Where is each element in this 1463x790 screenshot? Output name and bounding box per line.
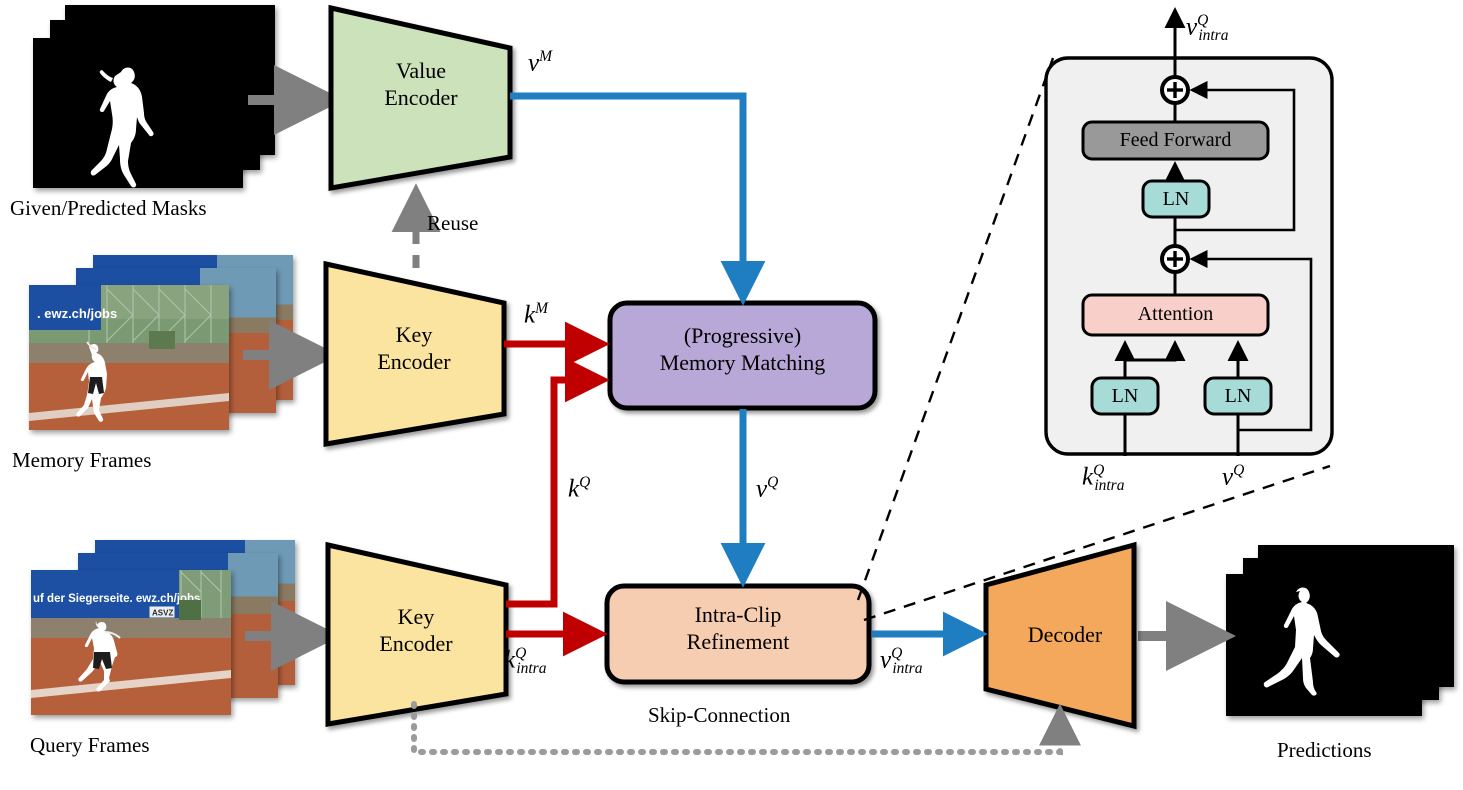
residual-path-attention	[1189, 249, 1313, 432]
query-frame-front: uf der Siegerseite. ewz.ch/jobs ASVZ	[31, 570, 231, 715]
edge-vM-value-to-matching	[510, 92, 766, 306]
mask-silhouette-icon	[90, 67, 154, 188]
intra-clip-line2: Refinement	[686, 628, 790, 654]
value-encoder-block[interactable]	[328, 4, 513, 191]
prediction-frame-front	[1226, 574, 1422, 716]
mask-frame-front	[33, 38, 243, 188]
memory-frame-image: . ewz.ch/jobs	[29, 285, 229, 430]
key-encoder-query-line2: Encoder	[379, 630, 453, 656]
key-encoder-memory-block[interactable]	[323, 260, 507, 447]
label-vQintra: vQintra	[880, 645, 922, 678]
masks-caption: Given/Predicted Masks	[10, 196, 207, 220]
label-vM: vM	[528, 48, 552, 77]
label-vQ-sup: Q	[767, 474, 779, 491]
panel-output-sup: Q	[1197, 12, 1209, 29]
query-frame-image: uf der Siegerseite. ewz.ch/jobs ASVZ	[31, 570, 231, 715]
value-encoder-line2: Encoder	[384, 84, 458, 110]
value-encoder-line1: Value	[395, 58, 447, 83]
svg-text:. ewz.ch/jobs: . ewz.ch/jobs	[37, 306, 117, 321]
residual-path-feedforward	[1175, 80, 1296, 232]
label-vM-sup: M	[539, 48, 553, 65]
key-encoder-query-block[interactable]	[325, 541, 509, 727]
panel-output-base: v	[1186, 13, 1198, 41]
key-encoder-query-label: Key Encoder	[346, 604, 486, 658]
feed-forward-label: Feed Forward	[1119, 129, 1232, 151]
label-kM-base: k	[524, 301, 536, 329]
query-frames-caption: Query Frames	[30, 733, 150, 757]
callout-line-upper	[856, 57, 1055, 601]
memory-matching-line1: (Progressive)	[683, 323, 802, 348]
label-kM: kM	[524, 300, 548, 329]
ln-feedforward-label: LN	[1162, 188, 1190, 210]
edge-lnkey-to-attention-k	[1125, 340, 1186, 362]
panel-input-value-base: v	[1222, 463, 1234, 491]
label-kM-sup: M	[535, 300, 549, 317]
label-vM-base: v	[528, 49, 540, 77]
ln-value-label: LN	[1224, 385, 1252, 407]
intra-clip-line1: Intra-Clip	[694, 602, 782, 627]
label-kQintra-sup: Q	[515, 645, 527, 662]
panel-input-key-sup: Q	[1093, 462, 1105, 479]
label-kQintra-sub: intra	[516, 660, 547, 678]
panel-output-label: vQintra	[1186, 12, 1228, 45]
memory-matching-label: (Progressive) Memory Matching	[610, 323, 875, 377]
value-encoder-label: Value Encoder	[351, 58, 491, 112]
memory-matching-line2: Memory Matching	[659, 349, 826, 375]
add-node-top	[1160, 75, 1190, 105]
skip-connection-label: Skip-Connection	[648, 703, 791, 727]
label-vQ: vQ	[756, 474, 778, 503]
panel-output-sub: intra	[1198, 27, 1229, 45]
key-encoder-query-line1: Key	[397, 604, 435, 629]
decoder-label: Decoder	[1027, 622, 1103, 647]
panel-input-value-sup: Q	[1233, 462, 1245, 479]
memory-frame-front: . ewz.ch/jobs	[29, 285, 229, 430]
key-encoder-memory-line2: Encoder	[377, 348, 451, 374]
callout-line-lower	[863, 464, 1331, 622]
add-node-middle	[1160, 244, 1190, 274]
edge-kQ-queryencoder-to-matching	[506, 357, 610, 608]
label-vQintra-base: v	[880, 646, 892, 674]
reuse-label: Reuse	[427, 211, 479, 235]
key-encoder-memory-label: Key Encoder	[344, 322, 484, 376]
predictions-caption: Predictions	[1277, 738, 1372, 762]
panel-input-key-sub: intra	[1094, 477, 1125, 495]
label-vQintra-sup: Q	[891, 645, 903, 662]
label-kQintra: kQintra	[504, 645, 546, 678]
label-kQintra-base: k	[504, 646, 516, 674]
key-encoder-memory-line1: Key	[395, 322, 433, 347]
memory-frames-caption: Memory Frames	[12, 448, 152, 472]
label-vQ-base: v	[756, 475, 768, 503]
label-vQintra-sub: intra	[892, 660, 923, 678]
label-kQ: kQ	[568, 474, 590, 503]
panel-input-value-label: vQ	[1222, 462, 1244, 491]
svg-text:uf der Siegerseite. ewz.ch/job: uf der Siegerseite. ewz.ch/jobs	[33, 593, 200, 605]
panel-input-key-base: k	[1082, 463, 1094, 491]
prediction-silhouette-icon	[1263, 587, 1340, 696]
skip-connection-edge	[411, 701, 1081, 755]
label-kQ-sup: Q	[579, 474, 591, 491]
label-kQ-base: k	[568, 475, 580, 503]
intra-clip-label: Intra-Clip Refinement	[607, 602, 869, 656]
svg-text:ASVZ: ASVZ	[152, 609, 173, 618]
attention-label: Attention	[1137, 303, 1214, 325]
panel-input-key-label: kQintra	[1082, 462, 1124, 495]
ln-key-label: LN	[1111, 385, 1139, 407]
